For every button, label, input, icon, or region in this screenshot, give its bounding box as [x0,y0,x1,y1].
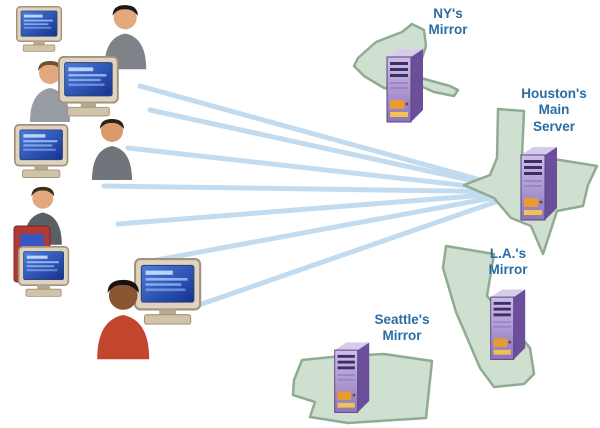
connection-line [125,145,527,195]
seattle-mirror-label: Seattle's Mirror [374,312,430,344]
connection-line [101,183,527,195]
monitor-icon [17,246,70,298]
red-tower-screen-icon [20,234,44,250]
connection-line [115,189,527,227]
person-icon [92,119,132,180]
seattle-server-icon [334,341,370,413]
monitor-icon [14,123,69,179]
monitor-icon [15,5,63,53]
la-mirror-label: L.A.'s Mirror [488,246,528,278]
connection-line [193,189,527,309]
ny-server-icon [386,48,424,123]
houston-server-icon [520,146,558,221]
connection-line [143,189,527,265]
connection-line [137,83,527,195]
ny-mirror-label: NY's Mirror [428,6,468,38]
monitor-icon [134,257,202,326]
houston-main-server-label: Houston's Main Server [521,86,587,134]
connection-line [147,107,527,195]
users-cluster [13,5,202,360]
la-server-icon [490,288,526,360]
